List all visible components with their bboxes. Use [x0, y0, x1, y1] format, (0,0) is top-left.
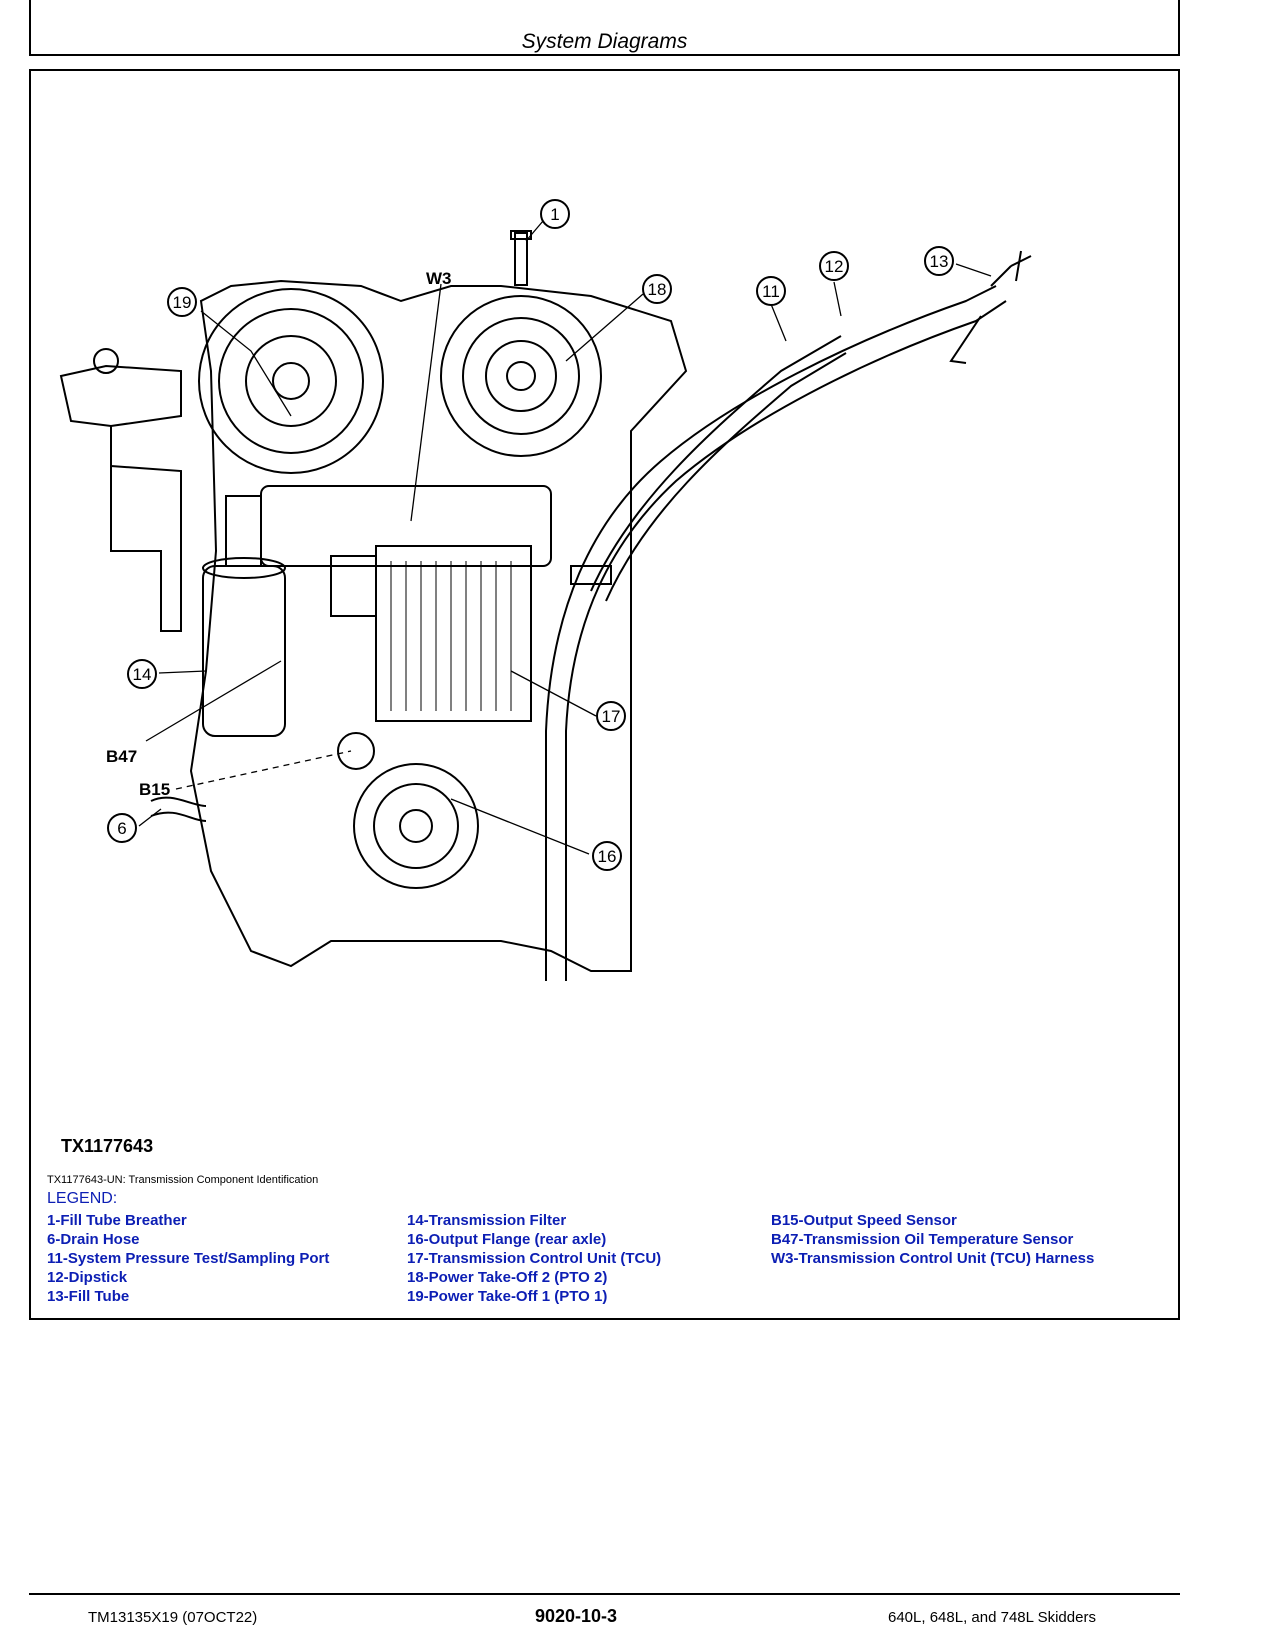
callout-circle-11: [756, 276, 786, 306]
legend-column-2: 14-Transmission Filter 16-Output Flange …: [407, 1211, 661, 1306]
callout-circle-16: [592, 841, 622, 871]
legend-heading: LEGEND:: [47, 1190, 118, 1207]
legend-item: 13-Fill Tube: [47, 1288, 130, 1305]
transmission-drawing: [59, 230, 1032, 981]
callout-19: 19: [173, 293, 192, 312]
callout-14: 14: [133, 665, 152, 684]
figure-box: 1 19 18 11 12 13 14 6 17 16 W3 B47 B15 T…: [29, 69, 1180, 1320]
legend-column-1: 1-Fill Tube Breather 6-Drain Hose 11-Sys…: [47, 1211, 329, 1306]
legend-item: 1-Fill Tube Breather: [47, 1212, 187, 1229]
footer-manual-id: TM13135X19 (07OCT22): [88, 1609, 258, 1626]
figure-caption: TX1177643-UN: Transmission Component Ide…: [47, 1174, 319, 1186]
callout-circle-14: [127, 659, 157, 689]
footer-page-number: 9020-10-3: [535, 1606, 618, 1626]
callout-18: 18: [648, 280, 667, 299]
callout-6: 6: [117, 819, 126, 838]
transmission-diagram: 1 19 18 11 12 13 14 6 17 16 W3 B47 B15: [59, 199, 1032, 981]
legend-item: 11-System Pressure Test/Sampling Port: [47, 1250, 330, 1267]
legend-item: 12-Dipstick: [47, 1269, 128, 1286]
legend-item: B47-Transmission Oil Temperature Sensor: [771, 1231, 1074, 1248]
callout-13: 13: [930, 252, 949, 271]
legend-item: 6-Drain Hose: [47, 1231, 140, 1248]
legend-item: W3-Transmission Control Unit (TCU) Harne…: [771, 1250, 1095, 1267]
leader-lines: [138, 220, 992, 855]
callout-b47: B47: [106, 747, 137, 766]
section-title: System Diagrams: [521, 30, 688, 53]
callout-circle-6: [107, 813, 137, 843]
callout-w3: W3: [426, 269, 452, 288]
footer-rule: [29, 1593, 1180, 1595]
legend-item: B15-Output Speed Sensor: [771, 1212, 957, 1229]
callout-11: 11: [762, 282, 780, 301]
callout-circle-13: [924, 246, 954, 276]
legend-item: 19-Power Take-Off 1 (PTO 1): [407, 1288, 608, 1305]
legend-column-3: B15-Output Speed Sensor B47-Transmission…: [771, 1211, 1094, 1268]
legend-item: 18-Power Take-Off 2 (PTO 2): [407, 1269, 608, 1286]
callout-circle-1: [540, 199, 570, 229]
legend-item: 14-Transmission Filter: [407, 1212, 567, 1229]
figure-id: TX1177643: [61, 1136, 154, 1156]
callout-1: 1: [550, 205, 559, 224]
callout-17: 17: [602, 707, 621, 726]
header-box: System Diagrams: [29, 0, 1180, 56]
callout-b15: B15: [139, 780, 170, 799]
legend-item: 17-Transmission Control Unit (TCU): [407, 1250, 662, 1267]
callout-circle-18: [642, 274, 672, 304]
footer-product: 640L, 648L, and 748L Skidders: [888, 1609, 1096, 1626]
callout-circle-12: [819, 251, 849, 281]
callout-16: 16: [598, 847, 617, 866]
callout-circle-19: [167, 287, 197, 317]
callout-circle-17: [596, 701, 626, 731]
legend-item: 16-Output Flange (rear axle): [407, 1231, 607, 1248]
callout-12: 12: [825, 257, 844, 276]
